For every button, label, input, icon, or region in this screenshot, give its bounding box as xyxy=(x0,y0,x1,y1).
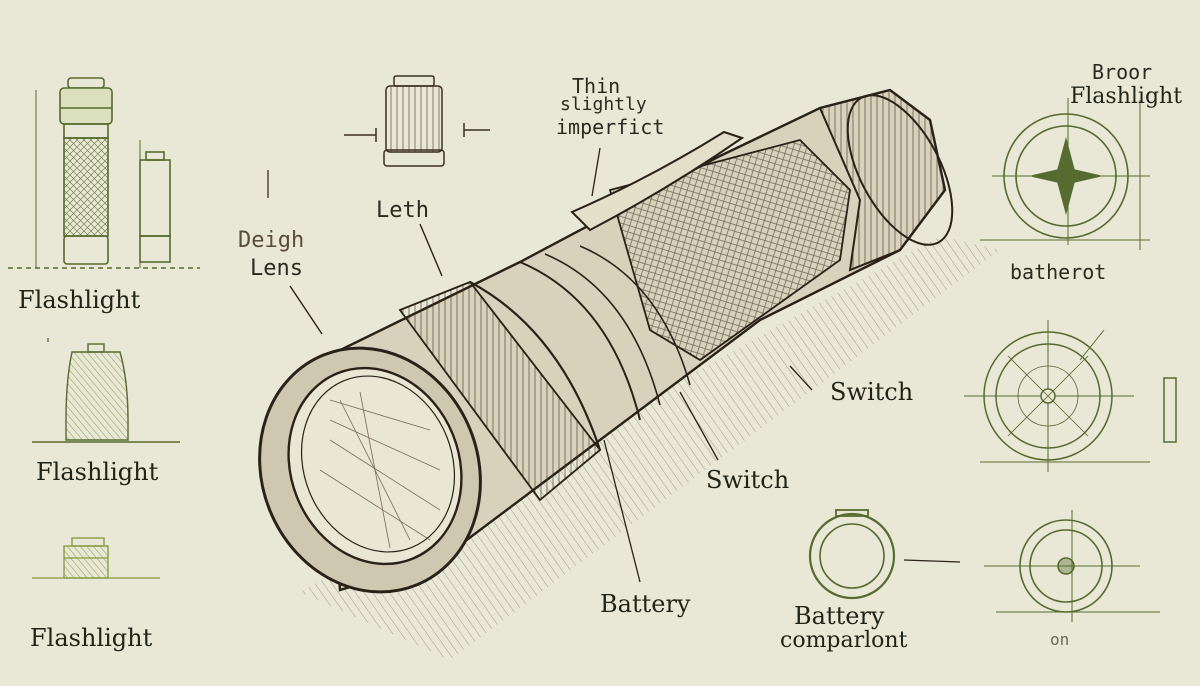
length-label: Leth xyxy=(376,198,429,223)
batherot-label: batherot xyxy=(1010,260,1107,284)
battery-compartment-label-line2: comparlont xyxy=(780,628,908,653)
leth-pointer xyxy=(419,223,443,277)
crosshair-circle xyxy=(964,320,1177,472)
flashlight-sketch-bottom xyxy=(32,537,160,579)
battery-end-circle xyxy=(984,510,1160,622)
note-label-line1: Thin xyxy=(572,74,621,98)
flashlight-label-middle: Flashlight xyxy=(36,458,159,486)
battery-label: Battery xyxy=(600,590,691,618)
flashlight-sketch-middle xyxy=(32,338,180,443)
flashlight-label-right: Flashlight xyxy=(1070,84,1183,109)
on-label: on xyxy=(1050,630,1070,649)
flashlight-label-bottom: Flashlight xyxy=(30,624,153,652)
design-lens-label-line2: Lens xyxy=(250,256,303,281)
main-flashlight xyxy=(258,88,1000,660)
flashlight-sketch-top xyxy=(8,77,200,269)
broor-label: Broor xyxy=(1092,60,1153,84)
note-label-line3: imperfict xyxy=(556,115,665,139)
battery-compartment-label-line1: Battery xyxy=(794,602,885,630)
flashlight-label-top: Flashlight xyxy=(18,286,141,314)
compass-circle xyxy=(980,98,1150,250)
design-lens-label-line1: Deigh xyxy=(238,228,305,253)
lens-cap-sketch xyxy=(344,75,490,167)
battery-ring-circle xyxy=(808,509,961,600)
note-label-line2: slightly xyxy=(560,94,647,115)
switch-label-right: Switch xyxy=(830,378,914,406)
lens-pointer xyxy=(289,285,323,335)
callout-lines xyxy=(591,147,813,583)
switch-label-center: Switch xyxy=(706,466,790,494)
